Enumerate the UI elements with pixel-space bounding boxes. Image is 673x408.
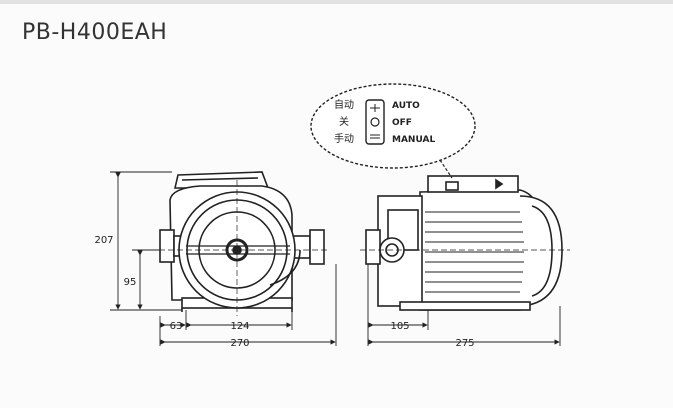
- dim-height-center: 95: [124, 277, 137, 288]
- front-dimensions: [110, 171, 337, 346]
- switch-label-en-manual: MANUAL: [392, 135, 435, 145]
- model-title: PB-H400EAH: [22, 20, 168, 45]
- dim-length-inlet: 105: [390, 321, 409, 332]
- switch-label-cn-auto: 自动: [334, 98, 354, 111]
- switch-label-cn-off: 关: [339, 115, 349, 128]
- dim-height-total: 207: [94, 235, 113, 246]
- switch-knob: [370, 117, 380, 127]
- front-view: [150, 171, 330, 316]
- switch-label-en-off: OFF: [392, 118, 412, 128]
- dim-width-base: 124: [230, 321, 249, 332]
- side-dimensions: [367, 264, 561, 346]
- dim-width-total: 270: [230, 338, 249, 349]
- dim-width-offset: 63: [170, 321, 183, 332]
- dim-length-total: 275: [455, 338, 474, 349]
- switch-callout: [310, 83, 476, 179]
- switch-label-en-auto: AUTO: [392, 101, 420, 111]
- top-border: [0, 0, 673, 4]
- switch-label-cn-manual: 手动: [334, 132, 354, 145]
- side-view: [360, 175, 570, 311]
